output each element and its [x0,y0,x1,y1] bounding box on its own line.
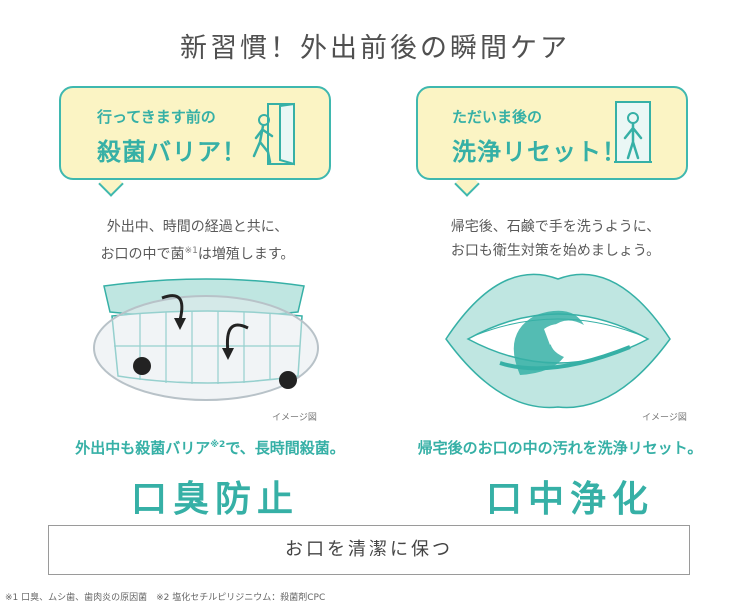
teeth-barrier-illustration [93,278,319,401]
right-tagline: 帰宅後のお口の中の汚れを洗浄リセット。 [417,439,703,457]
right-headline: 口中浄化 [485,479,654,520]
left-description: 外出中、時間の経過と共に、 お口の中で菌※1は増殖します。 [60,215,335,267]
left-description-line1: 外出中、時間の経過と共に、 [106,219,289,235]
summary-box: お口を清潔に保つ [48,525,690,575]
left-tagline: 外出中も殺菌バリア※2で、長時間殺菌。 [75,439,345,457]
right-description-line1: 帰宅後、石鹸で手を洗うように、 [450,219,661,235]
right-image-note: イメージ図 [642,413,687,423]
footnote: ※1 口臭、ムシ歯、歯肉炎の原因菌 ※2 塩化セチルピリジニウム：殺菌剤CPC [5,593,326,603]
bubble-right-line1: ただいま後の [452,108,543,126]
left-headline: 口臭防止 [130,479,299,520]
person-entering-door-icon [614,101,652,163]
bubble-left-line1: 行ってきます前の [97,108,216,126]
page-title: 新習慣！外出前後の瞬間ケア [180,33,570,64]
bubble-left-line2: 殺菌バリア！ [97,138,247,166]
bubble-right-line2: 洗浄リセット！ [452,138,627,166]
right-description-line2: お口も衛生対策を始めましょう。 [450,243,661,259]
mouth-wave-illustration [445,273,671,409]
summary-box-text: お口を清潔に保つ [285,539,453,560]
left-image-note: イメージ図 [272,413,317,423]
person-leaving-door-icon [252,102,295,166]
left-description-line2: お口の中で菌※1は増殖します。 [100,246,295,263]
right-description: 帰宅後、石鹸で手を洗うように、 お口も衛生対策を始めましょう。 [418,215,693,263]
